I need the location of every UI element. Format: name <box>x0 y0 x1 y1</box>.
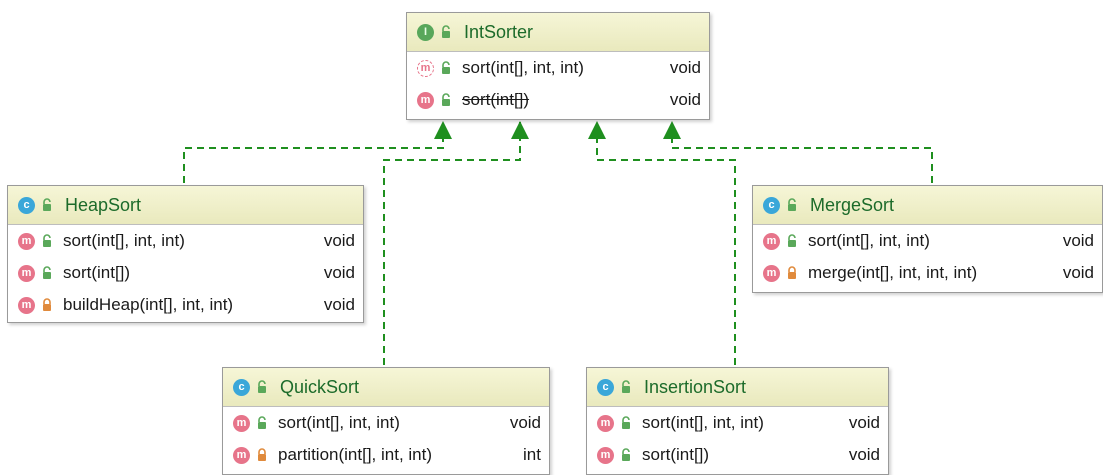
public-lock-icon <box>622 380 630 393</box>
mergesort-realization-line <box>671 122 933 183</box>
member-signature: sort(int[], int, int) <box>63 231 185 250</box>
member-return-type: void <box>1062 231 1094 250</box>
quicksort-name: QuickSort <box>280 376 360 397</box>
member-return-type: void <box>1062 263 1094 282</box>
heapsort-member[interactable]: m sort(int[]) void <box>8 257 363 289</box>
insertionsort-header: c InsertionSort <box>587 368 888 407</box>
member-signature: sort(int[]) <box>642 445 710 464</box>
member-signature: sort(int[], int, int) <box>642 413 764 432</box>
private-lock-icon <box>788 266 796 279</box>
mergesort-class-box[interactable]: c MergeSort m sort(int[], int, int) void… <box>752 185 1103 293</box>
member-return-type: void <box>669 90 701 109</box>
mergesort-name: MergeSort <box>810 194 895 215</box>
public-lock-icon <box>43 266 51 279</box>
method-icon: m <box>597 414 614 432</box>
member-signature: sort(int[], int, int) <box>462 58 584 77</box>
method-icon: m <box>763 264 780 282</box>
intsorter-member[interactable]: m sort(int[], int, int) void <box>407 52 709 84</box>
quicksort-realization-line <box>383 122 521 365</box>
heapsort-member[interactable]: m sort(int[], int, int) void <box>8 225 363 257</box>
class-icon: c <box>233 378 250 396</box>
mergesort-header: c MergeSort <box>753 186 1102 225</box>
intsorter-interface-box[interactable]: I IntSorter m sort(int[], int, int) void… <box>406 12 710 120</box>
arrowhead-insertionsort <box>588 121 606 139</box>
insertionsort-member[interactable]: m sort(int[]) void <box>587 439 888 471</box>
public-lock-icon <box>442 61 450 74</box>
member-signature: buildHeap(int[], int, int) <box>63 295 234 314</box>
method-icon: m <box>18 232 35 250</box>
public-lock-icon <box>442 25 450 38</box>
public-lock-icon <box>442 93 450 106</box>
quicksort-member[interactable]: m partition(int[], int, int) int <box>223 439 549 471</box>
abstract-method-icon: m <box>417 59 434 77</box>
class-icon: c <box>18 196 35 214</box>
public-lock-icon <box>622 448 630 461</box>
insertionsort-realization-line <box>596 122 736 365</box>
insertionsort-class-box[interactable]: c InsertionSort m sort(int[], int, int) … <box>586 367 889 475</box>
intsorter-name: IntSorter <box>464 21 534 42</box>
member-signature: sort(int[], int, int) <box>808 231 930 250</box>
private-lock-icon <box>43 298 51 311</box>
member-return-type: void <box>323 231 355 250</box>
intsorter-header: I IntSorter <box>407 13 709 52</box>
member-return-type: void <box>848 445 880 464</box>
member-return-type: void <box>848 413 880 432</box>
mergesort-member[interactable]: m merge(int[], int, int, int) void <box>753 257 1102 289</box>
method-icon: m <box>18 296 35 314</box>
member-signature: merge(int[], int, int, int) <box>808 263 978 282</box>
method-icon: m <box>763 232 780 250</box>
intsorter-member[interactable]: m sort(int[]) void <box>407 84 709 116</box>
quicksort-class-box[interactable]: c QuickSort m sort(int[], int, int) void… <box>222 367 550 475</box>
realization-connectors <box>183 121 933 365</box>
heapsort-name: HeapSort <box>65 194 142 215</box>
class-icon: c <box>597 378 614 396</box>
member-return-type: void <box>509 413 541 432</box>
method-icon: m <box>233 414 250 432</box>
quicksort-header: c QuickSort <box>223 368 549 407</box>
quicksort-member[interactable]: m sort(int[], int, int) void <box>223 407 549 439</box>
heapsort-realization-line <box>183 122 444 183</box>
heapsort-header: c HeapSort <box>8 186 363 225</box>
public-lock-icon <box>258 416 266 429</box>
method-icon: m <box>233 446 250 464</box>
heapsort-member[interactable]: m buildHeap(int[], int, int) void <box>8 289 363 321</box>
interface-icon: I <box>417 23 434 41</box>
member-signature: sort(int[], int, int) <box>278 413 400 432</box>
member-signature: sort(int[]) <box>63 263 131 282</box>
insertionsort-member[interactable]: m sort(int[], int, int) void <box>587 407 888 439</box>
member-return-type: void <box>669 58 701 77</box>
class-icon: c <box>763 196 780 214</box>
arrowhead-mergesort <box>663 121 681 139</box>
public-lock-icon <box>258 380 266 393</box>
member-signature-deprecated: sort(int[]) <box>462 90 530 109</box>
arrowhead-quicksort <box>511 121 529 139</box>
public-lock-icon <box>788 198 796 211</box>
insertionsort-name: InsertionSort <box>644 376 747 397</box>
public-lock-icon <box>788 234 796 247</box>
public-lock-icon <box>622 416 630 429</box>
method-icon: m <box>417 91 434 109</box>
method-icon: m <box>597 446 614 464</box>
member-signature: partition(int[], int, int) <box>278 445 433 464</box>
mergesort-member[interactable]: m sort(int[], int, int) void <box>753 225 1102 257</box>
member-return-type: int <box>523 445 541 464</box>
member-return-type: void <box>323 295 355 314</box>
heapsort-class-box[interactable]: c HeapSort m sort(int[], int, int) void … <box>7 185 364 323</box>
arrowhead-heapsort <box>434 121 452 139</box>
member-return-type: void <box>323 263 355 282</box>
public-lock-icon <box>43 234 51 247</box>
method-icon: m <box>18 264 35 282</box>
private-lock-icon <box>258 448 266 461</box>
public-lock-icon <box>43 198 51 211</box>
